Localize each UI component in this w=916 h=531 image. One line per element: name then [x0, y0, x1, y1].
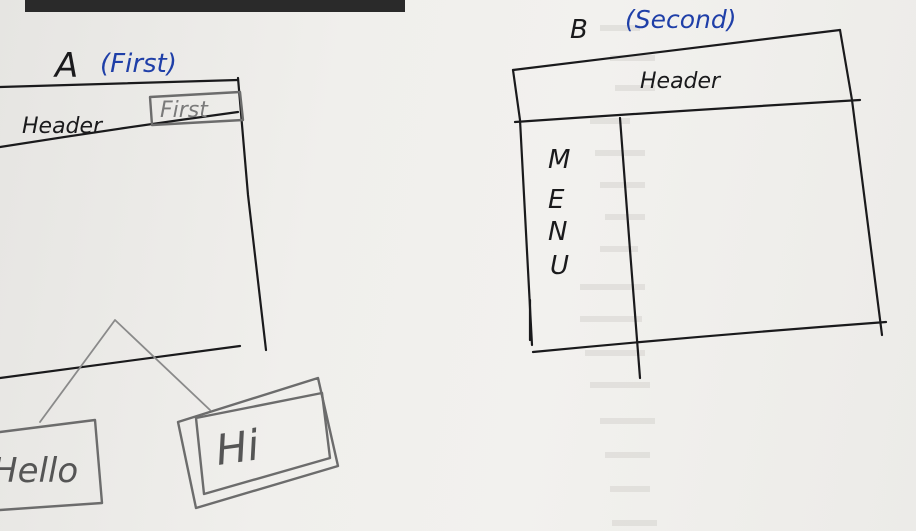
top-dark-strip	[25, 0, 405, 12]
bleed-through-text	[580, 25, 657, 526]
sketch-a: A (First) Header First Hello Hi	[0, 46, 340, 512]
sketch-b-frame-top	[511, 28, 842, 72]
sketch-a-header-tag: First	[160, 98, 209, 123]
sketch-a-header-tag-box	[148, 90, 245, 127]
sketch-a-frame-top	[0, 78, 240, 89]
sketch-a-header-label: Header	[22, 114, 104, 139]
sketch-a-hi-box-inner	[194, 391, 332, 496]
sketch-b-frame-bottom	[531, 320, 888, 354]
sketch-b-sidebar-divider	[618, 116, 642, 380]
sketch-b-menu-letter-e: E	[548, 185, 565, 215]
sketch-a-header-divider	[0, 110, 240, 149]
sketch-b-menu-letter-n: N	[548, 217, 567, 247]
sketch-b: B (Second) Header M E N U	[511, 5, 888, 380]
sketch-b-menu-letter-m: M	[548, 145, 570, 175]
sketch-a-tree-lines	[39, 319, 211, 423]
sketch-a-hi-label: Hi	[213, 420, 263, 475]
sketch-b-frame-left	[511, 68, 534, 347]
sketch-b-frame-right	[838, 28, 884, 337]
sketch-a-letter: A	[53, 46, 78, 86]
sketch-b-letter: B	[570, 15, 588, 45]
sketch-b-menu-letter-u: U	[550, 251, 569, 281]
sketch-a-hi-box-outer	[176, 376, 340, 510]
sketch-a-content-bottom	[0, 344, 242, 380]
sketch-a-label: (First)	[100, 49, 177, 79]
sketch-a-hello-label: Hello	[0, 451, 78, 491]
sketch-b-header-label: Header	[640, 69, 722, 94]
sketch-b-header-divider	[513, 98, 862, 124]
sketch-a-hello-box	[0, 418, 104, 512]
sketch-a-frame-right	[236, 76, 268, 352]
sketch-b-label: (Second)	[625, 5, 737, 34]
